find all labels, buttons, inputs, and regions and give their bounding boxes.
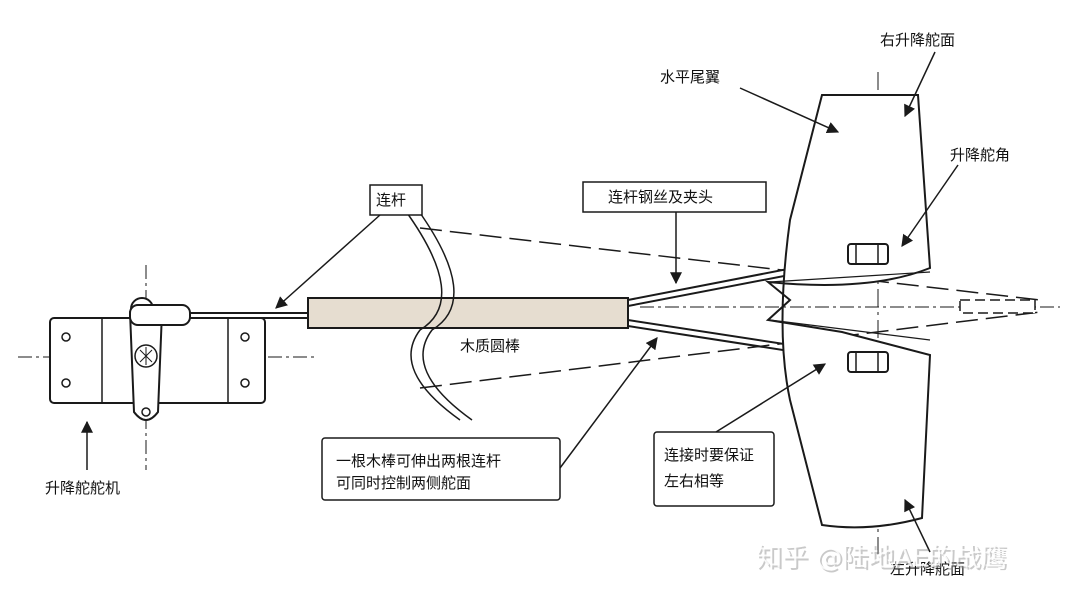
note-right-box [653,431,775,507]
control-horn-right [847,243,889,265]
note-right-line1: 连接时要保证 [664,446,754,464]
note-right-line2: 左右相等 [664,472,724,490]
travel-lines [419,227,1041,389]
mount-hole [61,378,71,388]
control-horn-left [847,351,889,373]
servo [49,297,310,421]
dowel-body [307,297,629,329]
horizontal-stabilizer [764,94,932,529]
label-left-elevator: 左升降舵面 [890,560,965,578]
label-right-elevator: 右升降舵面 [880,31,955,49]
watermark: 知乎 @陆地AE的战鹰 [756,543,1006,573]
label-servo: 升降舵舵机 [45,479,120,497]
label-wood-dowel: 木质圆棒 [460,337,520,355]
leader-arrows [81,51,959,553]
label-horizontal-stabilizer: 水平尾翼 [660,68,720,86]
flex-cable [404,209,461,421]
label-control-horn: 升降舵角 [950,146,1010,164]
note-left-box [321,437,561,501]
note-left-line2: 可同时控制两侧舵面 [336,474,471,492]
mount-hole [61,332,71,342]
label-wire-clevis: 连杆钢丝及夹头 [608,188,713,206]
mount-hole [240,332,250,342]
label-pushrod: 连杆 [376,191,406,209]
pushrod-label-box [369,184,423,216]
servo-clevis [129,304,191,326]
wood-dowel [307,297,629,329]
watermark-shadow: 知乎 @陆地AE的战鹰 [758,545,1008,575]
note-left-line1: 一根木棒可伸出两根连杆 [336,452,501,470]
wire-clevis-label-box [582,181,767,213]
mount-hole [240,378,250,388]
